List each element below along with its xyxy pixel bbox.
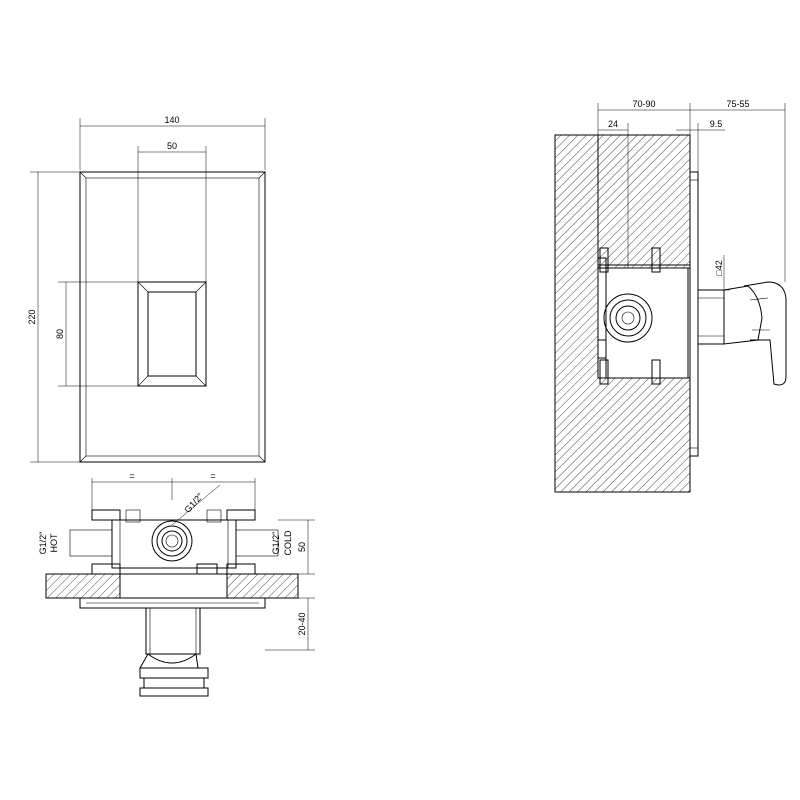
front-plate-inner	[85, 177, 260, 457]
dim-50-label: 50	[167, 141, 177, 151]
dim-embed-label: 70-90	[632, 99, 655, 109]
cold-label: COLD	[283, 530, 293, 556]
stem	[145, 607, 201, 655]
dim-80-label: 80	[55, 329, 65, 339]
front-handle-inner	[147, 291, 197, 377]
thread-top-label: G1/2"	[182, 491, 205, 515]
bottom-view: = = G1/2" G1/2" HOT G1/2" COLD	[38, 471, 315, 697]
cold-thread-label: G1/2"	[271, 532, 281, 555]
cold-inlet	[235, 529, 279, 557]
hot-inlet	[69, 529, 113, 557]
dim-140-label: 140	[164, 115, 179, 125]
side-port	[603, 293, 653, 343]
top-flange-right	[226, 509, 256, 521]
dim-220-label: 220	[27, 309, 37, 324]
dim-24-label: 24	[608, 119, 618, 129]
side-view: 70-90 75-55 24 9.5 □42	[554, 99, 787, 493]
dim-square-label: □42	[714, 260, 724, 275]
dim-proj-label: 75-55	[726, 99, 749, 109]
front-plate-outer	[79, 171, 266, 463]
side-handle	[723, 285, 763, 345]
center-port-outer	[151, 520, 193, 562]
dim-wall-label: 20-40	[297, 612, 307, 635]
front-view: 140 50 220 80	[27, 115, 266, 463]
dim-depth-label: 50	[297, 542, 307, 552]
hot-label: HOT	[49, 533, 59, 553]
dim-9-5-label: 9.5	[710, 119, 723, 129]
dim-equal-right: =	[210, 471, 215, 481]
dim-equal-left: =	[129, 471, 134, 481]
top-flange-left	[91, 509, 121, 521]
side-cover-plate	[689, 171, 699, 457]
hot-thread-label: G1/2"	[38, 532, 48, 555]
front-handle-outer	[137, 281, 207, 387]
handle-bottom	[139, 653, 199, 669]
